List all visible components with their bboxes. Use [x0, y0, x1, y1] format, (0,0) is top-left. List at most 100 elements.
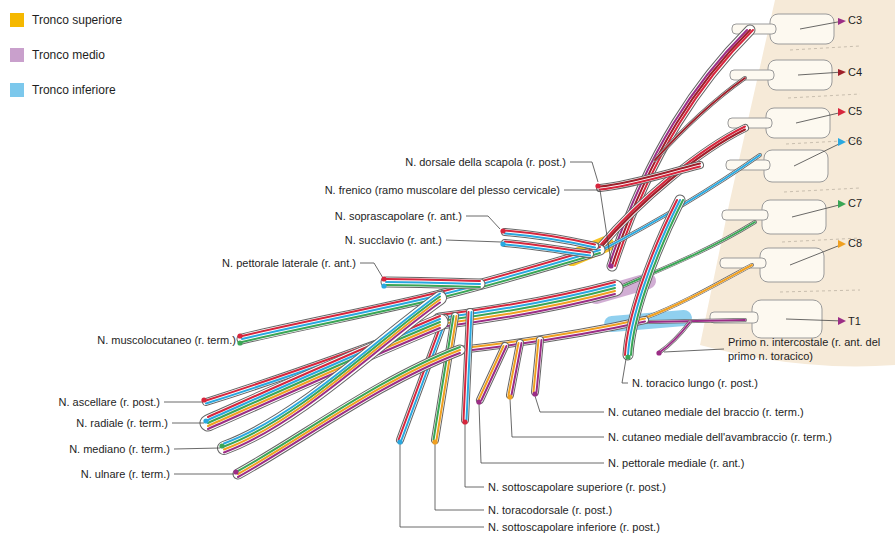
nerve-branch: [482, 346, 507, 400]
spinal-level-label: C3: [848, 13, 862, 27]
leader-line: [510, 399, 604, 437]
nerve-label: N. frenico (ramo muscolare del plesso ce…: [325, 183, 560, 197]
nerve-root: [612, 30, 750, 266]
nerve-root: [612, 30, 750, 266]
nerve-end-dot: [500, 241, 505, 246]
legend-item: Tronco superiore: [10, 12, 122, 28]
legend-text: Tronco medio: [32, 48, 105, 62]
nerve-branch: [386, 282, 480, 284]
nerve-end-dot: [462, 419, 467, 424]
legend-text: Tronco superiore: [32, 13, 122, 27]
nerve-end-dot: [476, 399, 481, 404]
leader-line: [535, 396, 604, 412]
vertebral-column: [780, 46, 860, 292]
nerve-end-dot: [656, 350, 661, 355]
nerve-label: N. mediano (r. term.): [69, 442, 170, 456]
spinal-level-marker: [838, 240, 846, 248]
nerve-branch: [505, 243, 590, 254]
legend-swatch: [10, 48, 24, 62]
nerve-branch: [505, 243, 590, 254]
nerve-branch: [386, 279, 480, 281]
nerve-end-dot: [625, 354, 630, 359]
vertebral-column: [788, 94, 860, 98]
nerve-branch: [631, 200, 683, 355]
spinal-level-label: T1: [848, 314, 861, 328]
nerve-end-dot: [397, 439, 402, 444]
nerve-root: [645, 265, 752, 318]
vertebral-column: [780, 290, 860, 292]
spinal-level-marker: [838, 18, 846, 25]
spinal-level-leader: [796, 112, 843, 123]
nerve-root: [600, 128, 745, 247]
nerve-label: N. sottoscapolare inferiore (r. post.): [488, 520, 660, 534]
nerve-root: [618, 222, 755, 288]
nerve-end-dot: [237, 340, 242, 345]
leader-line: [466, 216, 500, 229]
nerve-label: N. ascellare (r. post.): [59, 395, 160, 409]
legend-swatch: [10, 83, 24, 97]
spinal-level-marker: [838, 18, 846, 325]
nerve-label: N. toracico lungo (r. post.): [632, 376, 758, 390]
nerve-root: [600, 130, 745, 249]
nerve-end-dot: [381, 276, 386, 281]
nerve-end-dot: [500, 228, 505, 233]
leader-line: [570, 162, 598, 182]
leader-line: [164, 162, 724, 527]
legend-item: Tronco medio: [10, 47, 105, 63]
nerve-root: [648, 320, 745, 322]
nerve-end-dot: [201, 397, 206, 402]
nerve-root: [645, 265, 752, 318]
nerve-branch: [512, 343, 522, 395]
nerve-end-dot: [608, 263, 613, 268]
nerve-root: [609, 30, 747, 266]
nerve-root: [655, 78, 745, 160]
nerve-end-dot: [507, 394, 512, 399]
nerve-label: N. pettorale laterale (r. ant.): [222, 256, 356, 270]
nerve-branch: [386, 285, 480, 287]
nerve-root: [618, 222, 755, 288]
leader-line: [664, 349, 724, 352]
spinal-level-marker: [838, 138, 846, 146]
vertebral-column: [728, 118, 772, 128]
nerve-branch: [480, 346, 505, 400]
nerve-label: N. soprascapolare (r. ant.): [335, 209, 462, 223]
nerve-end-dot: [381, 283, 386, 288]
nerve-branch: [386, 282, 480, 284]
leader-line: [465, 424, 484, 487]
spinal-level-leader: [786, 21, 843, 321]
nerve-label: N. pettorale mediale (r. ant.): [608, 456, 744, 470]
terminal-nerve: [238, 353, 460, 477]
terminal-nerve: [238, 350, 460, 474]
leader-line: [360, 263, 383, 278]
nerve-label: N. ulnare (r. term.): [81, 467, 170, 481]
nerve-end-dot: [201, 183, 661, 474]
vertebral-column: [790, 46, 860, 50]
leader-line: [164, 402, 202, 403]
nerve-label: Primo n. intercostale (r. ant. del primo…: [728, 335, 883, 363]
spinal-level-leader: [794, 142, 843, 166]
nerve-end-dot: [203, 418, 208, 423]
legend-text: Tronco inferiore: [32, 83, 116, 97]
spinal-level-label: C4: [848, 65, 862, 79]
nerve-end-dot: [237, 333, 242, 338]
terminal-nerve: [238, 350, 460, 474]
nerve-branch: [505, 245, 590, 256]
nerve-label: N. sottoscapolare superiore (r. post.): [488, 480, 666, 494]
nerve-root: [600, 30, 760, 322]
nerve-branch: [660, 322, 690, 352]
nerve-root: [612, 30, 750, 266]
nerve-end-dot: [432, 439, 437, 444]
legend-swatch: [10, 13, 24, 27]
nerve-root: [655, 78, 745, 160]
nerve-end-dot: [595, 183, 600, 188]
nerve-cord: [460, 319, 645, 349]
nerve-end-dot: [233, 469, 238, 474]
spinal-level-marker: [838, 108, 846, 116]
nerve-end-dot: [219, 443, 224, 448]
nerve-branch: [467, 312, 472, 420]
nerve-branch: [510, 343, 520, 395]
vertebral-column: [730, 70, 774, 80]
leader-line: [400, 444, 484, 527]
